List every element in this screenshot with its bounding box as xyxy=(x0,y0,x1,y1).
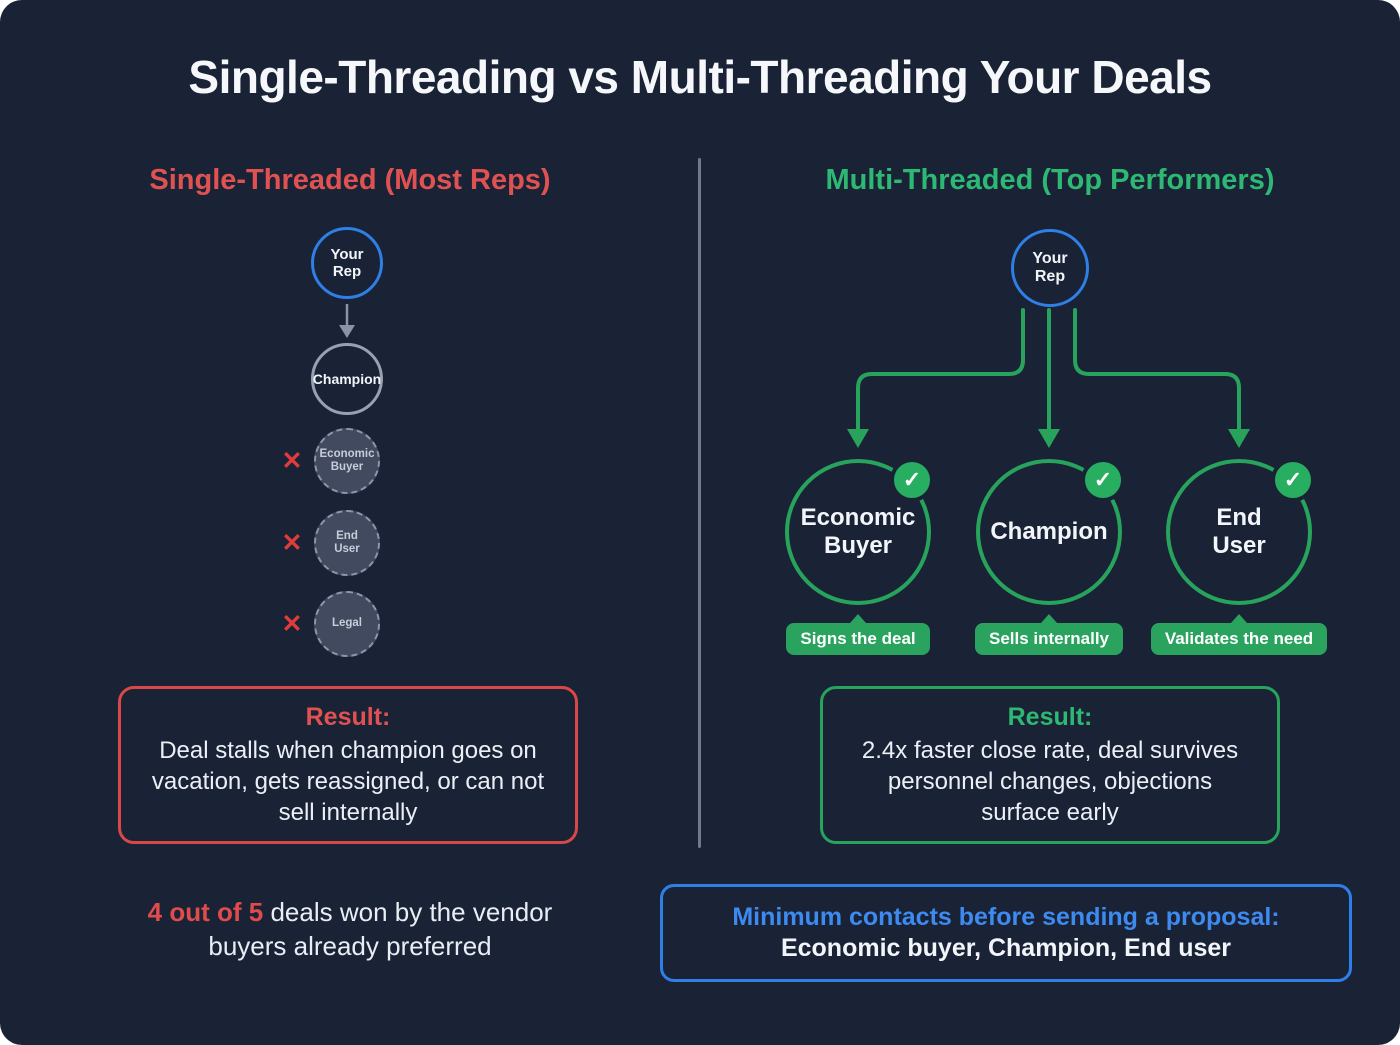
node-champion-left: Champion xyxy=(311,343,383,415)
right-result-text: 2.4x faster close rate, deal survives pe… xyxy=(861,737,1239,827)
left-result-text: Deal stalls when champion goes on vacati… xyxy=(151,737,545,827)
connector-left xyxy=(856,308,1025,434)
cross-icon: ✕ xyxy=(281,610,303,638)
page-title: Single-Threading vs Multi-Threading Your… xyxy=(188,51,1212,103)
role-tag-label: Sells internally xyxy=(975,623,1123,655)
tag-pointer xyxy=(850,614,866,623)
cross-icon: ✕ xyxy=(281,447,303,475)
node-blocked-end-user: End User xyxy=(314,510,380,576)
right-result-box: Result: 2.4x faster close rate, deal sur… xyxy=(820,686,1280,844)
node-your-rep-left: Your Rep xyxy=(311,227,383,299)
node-champion: Champion xyxy=(976,459,1122,605)
role-tag-label: Signs the deal xyxy=(786,623,930,655)
node-economic-buyer: Economic Buyer xyxy=(785,459,931,605)
down-arrow-icon xyxy=(339,304,355,338)
node-end-user: End User xyxy=(1166,459,1312,605)
role-tag-label: Validates the need xyxy=(1150,623,1328,655)
cross-icon: ✕ xyxy=(281,529,303,557)
tag-pointer xyxy=(1231,614,1247,623)
right-result-label: Result: xyxy=(1007,703,1093,731)
role-tag-champion: Sells internally xyxy=(939,614,1159,655)
arrowhead-icon xyxy=(1038,429,1060,448)
minimum-contacts-callout: Minimum contacts before sending a propos… xyxy=(660,884,1352,982)
node-your-rep-right: Your Rep xyxy=(1011,229,1089,307)
left-section-heading: Single-Threaded (Most Reps) xyxy=(149,164,551,196)
callout-heading: Minimum contacts before sending a propos… xyxy=(732,903,1280,931)
arrowhead-icon xyxy=(1228,429,1250,448)
right-section-heading: Multi-Threaded (Top Performers) xyxy=(825,164,1275,196)
tag-pointer xyxy=(1041,614,1057,623)
callout-text: Economic buyer, Champion, End user xyxy=(780,934,1232,962)
check-icon: ✓ xyxy=(1081,458,1125,502)
arrowhead-icon xyxy=(847,429,869,448)
stat-rest: deals won by the vendor buyers already p… xyxy=(208,897,553,961)
left-stat: 4 out of 5 deals won by the vendor buyer… xyxy=(110,896,590,964)
stat-highlight: 4 out of 5 xyxy=(147,897,264,927)
node-blocked-economic-buyer: Economic Buyer xyxy=(314,428,380,494)
left-result-label: Result: xyxy=(305,703,391,731)
role-tag-end-user: Validates the need xyxy=(1129,614,1349,655)
node-blocked-legal: Legal xyxy=(314,591,380,657)
connector-right xyxy=(1073,308,1241,434)
down-arrow-head xyxy=(339,325,355,338)
vertical-divider xyxy=(698,158,701,848)
check-icon: ✓ xyxy=(1271,458,1315,502)
check-icon: ✓ xyxy=(890,458,934,502)
left-result-box: Result: Deal stalls when champion goes o… xyxy=(118,686,578,844)
role-tag-economic-buyer: Signs the deal xyxy=(748,614,968,655)
